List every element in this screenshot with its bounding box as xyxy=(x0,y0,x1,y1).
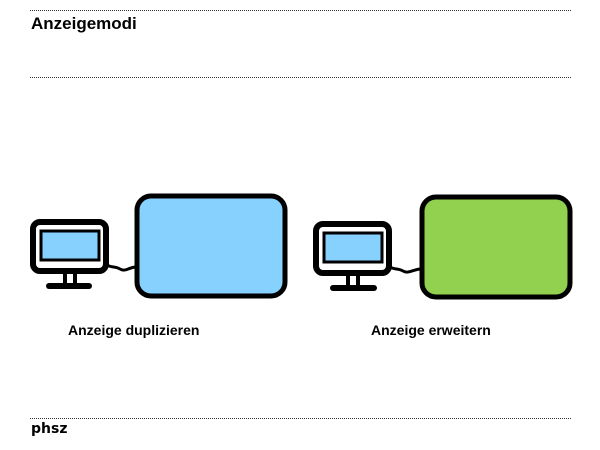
duplicate-display-diagram xyxy=(0,0,300,310)
caption-extend: Anzeige erweitern xyxy=(371,322,491,338)
caption-duplicate: Anzeige duplizieren xyxy=(68,322,200,338)
extend-display-diagram xyxy=(313,194,573,300)
monitor-icon xyxy=(313,221,392,291)
top-divider xyxy=(30,10,571,11)
footer-divider xyxy=(30,418,571,419)
title-divider xyxy=(30,77,571,78)
footer-brand: phsz xyxy=(31,421,68,437)
secondary-display-extend xyxy=(419,194,573,300)
page-title: Anzeigemodi xyxy=(31,14,137,33)
secondary-display-duplicate xyxy=(134,193,288,299)
duplicate-display-illustration xyxy=(30,193,288,299)
extend-display-illustration xyxy=(313,194,573,300)
monitor-icon xyxy=(30,219,109,289)
cable xyxy=(389,265,421,274)
cable xyxy=(106,263,136,272)
